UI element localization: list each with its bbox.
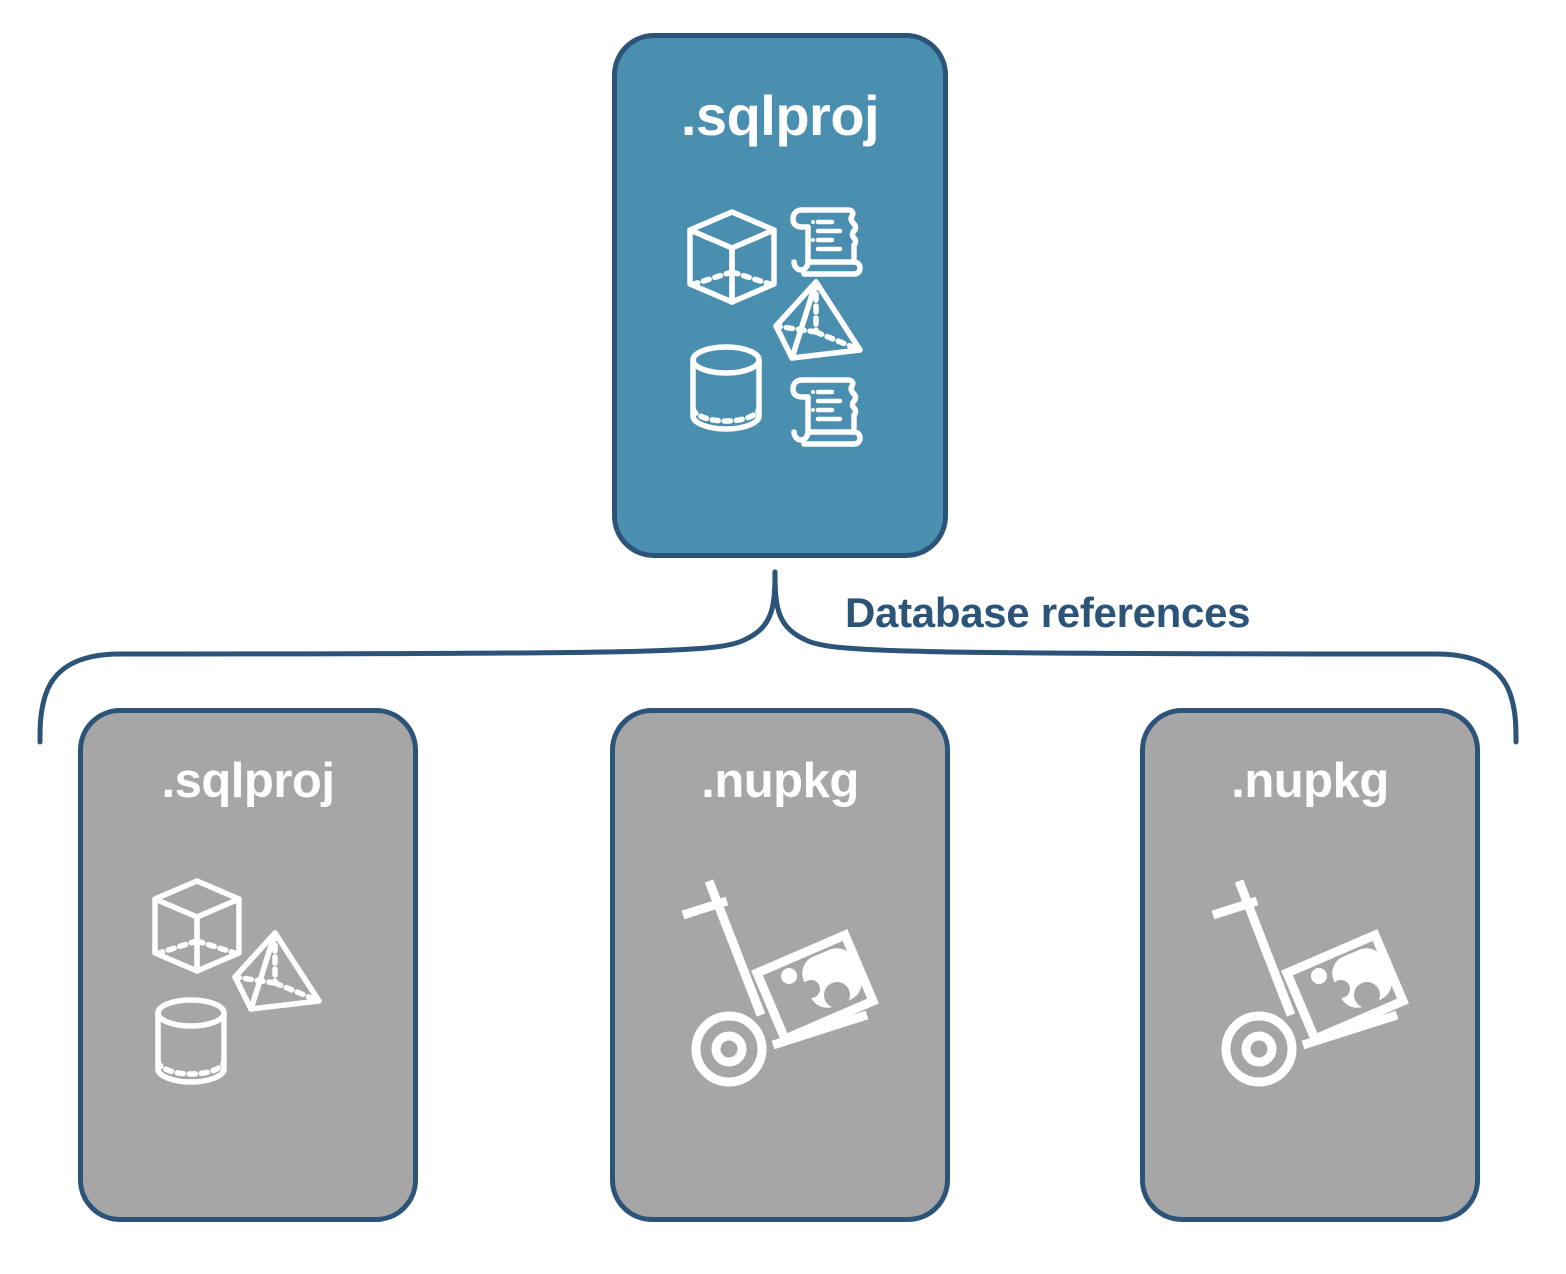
- brace-label: Database references: [845, 589, 1251, 636]
- root-icon-cluster: [680, 194, 880, 454]
- scroll-script-icon: [790, 377, 863, 447]
- node-reference-label: .nupkg: [701, 754, 859, 808]
- cube-wireframe-icon: [152, 878, 242, 974]
- pyramid-wireframe-icon: [773, 279, 863, 361]
- wheel: [691, 1011, 767, 1087]
- nuget-mark: [1311, 948, 1392, 1008]
- pyramid-wireframe-icon: [232, 930, 322, 1012]
- database-objects-icon: [152, 878, 322, 1085]
- node-reference-label: .nupkg: [1231, 754, 1389, 808]
- hand-truck-package-icon: [681, 879, 879, 1087]
- reference-icon-cluster: [143, 871, 353, 1091]
- node-root-label: .sqlproj: [680, 84, 880, 147]
- reference-icon-cluster: [665, 863, 895, 1093]
- node-reference-sqlproj[interactable]: .sqlproj: [78, 708, 418, 1222]
- reference-icon-cluster: [1195, 863, 1425, 1093]
- cylinder-wireframe-icon: [155, 997, 227, 1085]
- hand-truck-package-icon: [1211, 879, 1409, 1087]
- cylinder-wireframe-icon: [690, 344, 762, 432]
- node-root-sqlproj[interactable]: .sqlproj: [612, 33, 948, 558]
- node-reference-nupkg-1[interactable]: .nupkg: [610, 708, 950, 1222]
- wheel: [1221, 1011, 1297, 1087]
- nuget-mark: [781, 948, 862, 1008]
- node-reference-nupkg-2[interactable]: .nupkg: [1140, 708, 1480, 1222]
- cube-wireframe-icon: [687, 209, 777, 305]
- database-objects-with-scripts-icon: [687, 207, 863, 447]
- scroll-script-icon: [790, 207, 863, 277]
- node-reference-label: .sqlproj: [161, 754, 335, 808]
